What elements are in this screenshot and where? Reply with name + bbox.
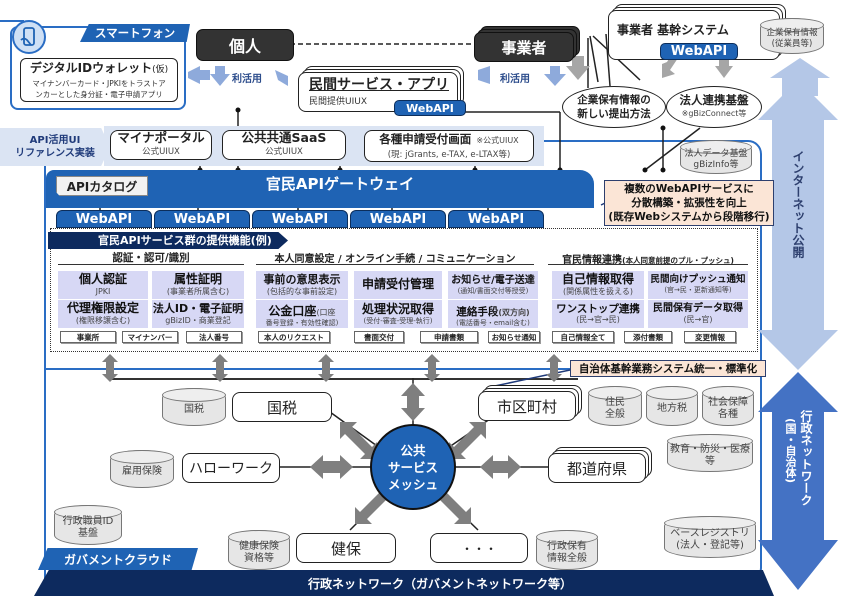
digital-id-wallet: デジタルIDウォレット(仮) マイナンバーカード・JPKIをトラストア ンカーと… — [20, 58, 178, 102]
group-auth-heading: 認証・認可/識別 — [58, 251, 244, 265]
svc-private-data: 民間保有データ取得(民→官) — [648, 300, 748, 328]
db-health-insurance: 健康保険資格等 — [228, 530, 290, 570]
svc-attribute-cert: 属性証明(事業者所属含む) — [152, 271, 244, 299]
api-gateway-title: 官民APIゲートウェイ — [265, 174, 415, 193]
public-service-mesh: 公共サービスメッシュ — [370, 424, 456, 510]
mesh-bus-line — [108, 378, 578, 380]
wallet-desc-1: マイナンバーカード・JPKIをトラストア — [32, 79, 166, 88]
db-employment-insurance: 雇用保険 — [110, 450, 174, 488]
node-hello-work: ハローワーク — [182, 453, 280, 483]
wallet-title: デジタルIDウォレット — [29, 61, 153, 75]
tag-change-info: 変更情報 — [684, 331, 736, 343]
tag-corp-number: 法人番号 — [186, 331, 242, 343]
internet-label: インターネット公開 — [791, 150, 805, 258]
svc-proxy-authority: 代理権限設定(権限移譲含む) — [58, 300, 148, 328]
tag-attachments: 添付書類 — [624, 331, 672, 343]
gray-arrow-3 — [715, 60, 733, 78]
use-label-left: 利活用 — [232, 74, 262, 85]
use-arrow-right-1 — [275, 70, 288, 86]
wallet-suffix: (仮) — [152, 65, 169, 75]
tag-mynumber: マイナンバー — [122, 331, 178, 343]
svc-advance-intent: 事前の意思表示(包括的な事前設定) — [256, 271, 348, 299]
individual-actor: 個人 — [196, 29, 294, 61]
smartphone-icon — [12, 20, 46, 54]
private-app-webapi: WebAPI — [394, 100, 466, 116]
corp-linkage-platform: 法人連携基盤※gBizConnect等 — [666, 86, 762, 128]
db-resident: 住民全般 — [588, 386, 642, 426]
local-system-note: 自治体基幹業務システム統一・標準化 — [570, 360, 766, 377]
portal-mynaportal: マイナポータル公式UIUX — [110, 130, 212, 160]
tag-notice: お知らせ通知 — [488, 331, 540, 343]
tag-all-self-info: 自己情報全て — [552, 331, 614, 343]
svc-contact-method: 連絡手段(双方向)(電話番号・email含む) — [448, 300, 538, 328]
business-up-arrow — [770, 58, 830, 96]
group-gov-private-heading: 官民情報連携(本人同意前提のプル・プッシュ) — [548, 251, 748, 266]
node-health-insurance: 健保 — [296, 533, 396, 563]
svc-status-fetch: 処理状況取得(受付-審査-受理-執行) — [354, 300, 442, 328]
gov-network-band — [34, 570, 774, 596]
use-arrow-down-2 — [544, 66, 566, 86]
tag-document-delivery: 書面交付 — [354, 331, 404, 343]
node-etc: ・・・ — [430, 533, 528, 563]
svc-self-info: 自己情報取得(関係属性を扱える) — [552, 271, 644, 299]
db-admin-info: 行政保有情報全般 — [536, 530, 598, 570]
portal-application-screens: 各種申請受付画面 ※公式UIUX(現: jGrants, e-TAX, e-LT… — [364, 130, 534, 162]
business-db: 企業保有情報(従業員等) — [760, 18, 824, 54]
gov-net-label: 行政ネットワーク — [799, 410, 813, 506]
tag-office: 事業所 — [60, 331, 116, 343]
webapi-1: WebAPI — [56, 210, 152, 228]
private-app-sub: 民間提供UIUX — [309, 97, 367, 107]
use-arrow-left-1 — [188, 66, 210, 84]
new-submission-method: 企業保有情報の新しい提出方法 — [562, 86, 666, 128]
distributed-build-note: 複数のWebAPIサービスに分散構築・拡張性を向上(既存Webシステムから段階移… — [604, 180, 774, 226]
svc-application-mgmt: 申請受付管理 — [354, 271, 442, 299]
db-education-medical: 教育・防災・医療等 — [667, 434, 753, 472]
node-national-tax: 国税 — [232, 392, 332, 422]
node-prefecture: 都道府県 — [548, 453, 646, 483]
business-actor: 事業者 — [474, 32, 574, 62]
use-arrow-down-1 — [210, 66, 230, 86]
svc-push-notify: 民間向けプッシュ通知(官→民・更新通知等) — [648, 271, 748, 299]
webapi-3: WebAPI — [252, 210, 348, 228]
svc-onestop: ワンストップ連携(民→官→民) — [552, 300, 644, 328]
wallet-desc-2: ンカーとした身分証・電子申請アプリ — [35, 90, 163, 99]
webapi-4: WebAPI — [350, 210, 446, 228]
svc-public-account: 公金口座(口座番号登録・有効性確認) — [256, 300, 348, 328]
mesh-divider-line — [46, 368, 761, 370]
gov-net-sublabel: (国・自治体) — [784, 418, 797, 484]
use-label-right: 利活用 — [500, 74, 530, 85]
db-social-security: 社会保障各種 — [702, 386, 754, 426]
db-base-registry: ベースレジストリ(法人・登記等) — [664, 516, 756, 558]
node-municipality: 市区町村 — [478, 391, 576, 421]
gov-network-label: 行政ネットワーク（ガバメントネットワーク等） — [307, 576, 572, 591]
db-national-tax: 国税 — [162, 388, 226, 426]
webapi-5: WebAPI — [448, 210, 544, 228]
gov-cloud-label: ガバメントクラウド — [38, 548, 198, 570]
db-local-tax: 地方税 — [646, 386, 698, 426]
smartphone-label: スマートフォン — [80, 24, 190, 42]
api-catalog: APIカタログ — [56, 176, 148, 196]
group-consent-heading: 本人同意設定 / オンライン手続 / コミュニケーション — [256, 251, 534, 265]
services-banner: 官民APIサービス群の提供機能(例) — [48, 232, 288, 249]
private-app-title: 民間サービス・アプリ — [309, 77, 449, 93]
smartphone-top-line — [0, 20, 24, 22]
use-arrow-left-2 — [478, 66, 490, 84]
svc-notification: お知らせ/電子送達(通知/書面交付等授受) — [448, 271, 538, 299]
tag-application-docs: 申請書類 — [420, 331, 478, 343]
business-system-webapi: WebAPI — [660, 43, 738, 60]
tag-personal-request: 本人のリクエスト — [258, 331, 330, 343]
business-system-title: 事業者 基幹システム — [617, 23, 729, 37]
webapi-2: WebAPI — [154, 210, 250, 228]
